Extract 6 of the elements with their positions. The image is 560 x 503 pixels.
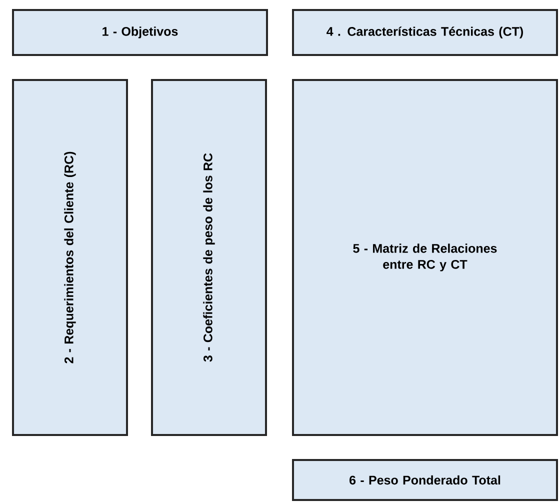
box: 6 - Peso Ponderado Total	[292, 458, 558, 501]
box: 3 - Coeficientes de peso de los RC	[151, 79, 267, 436]
box: 5 - Matriz de Relaciones entre RC y CT	[292, 79, 558, 436]
box: 4 . Características Técnicas (CT)	[292, 9, 558, 56]
box: 2 - Requerimientos del Cliente (RC)	[12, 79, 128, 436]
box: 1 - Objetivos	[12, 9, 268, 56]
